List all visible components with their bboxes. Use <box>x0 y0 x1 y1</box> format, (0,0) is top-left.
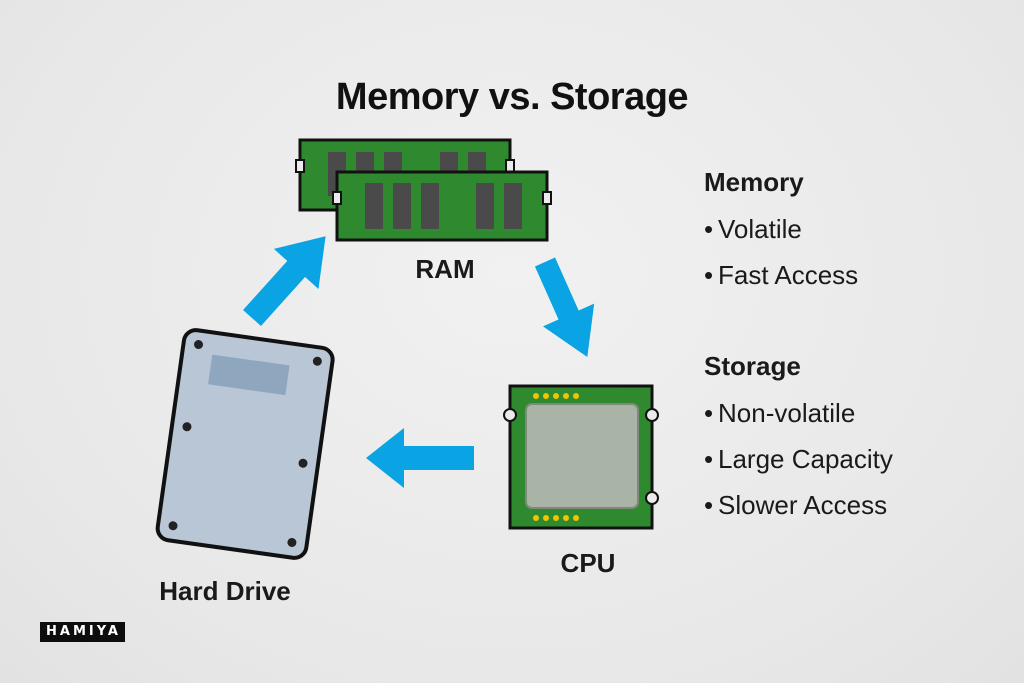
cpu-pins-top <box>533 393 579 399</box>
storage-list: •Non-volatile •Large Capacity •Slower Ac… <box>704 390 893 528</box>
hard-drive-label: Hard Drive <box>159 576 291 606</box>
arrow-harddrive-to-ram <box>243 236 326 327</box>
bullet-icon: • <box>704 490 714 520</box>
memory-heading: Memory <box>704 167 804 197</box>
bullet-icon: • <box>704 444 714 474</box>
cpu-chip-icon <box>503 384 659 530</box>
bullet-icon: • <box>704 398 714 428</box>
cpu-label: CPU <box>560 548 616 578</box>
bullet-icon: • <box>704 214 714 244</box>
ram-stick-front <box>332 170 552 242</box>
ram-module-icon <box>295 138 552 242</box>
watermark-logo: HAMIYA <box>40 622 125 642</box>
memory-legend: Memory •Volatile •Fast Access <box>704 167 858 298</box>
diagram-title: Memory vs. Storage <box>335 76 689 118</box>
list-item: •Volatile <box>704 206 858 252</box>
list-item: •Slower Access <box>704 482 893 528</box>
hard-drive-icon <box>155 328 335 560</box>
bullet-icon: • <box>704 260 714 290</box>
memory-list: •Volatile •Fast Access <box>704 206 858 298</box>
list-item: •Non-volatile <box>704 390 893 436</box>
arrow-ram-to-cpu <box>534 257 595 358</box>
list-item: •Large Capacity <box>704 436 893 482</box>
arrow-cpu-to-harddrive <box>366 428 474 488</box>
storage-legend: Storage •Non-volatile •Large Capacity •S… <box>704 351 893 528</box>
storage-heading: Storage <box>704 351 801 381</box>
list-item: •Fast Access <box>704 252 858 298</box>
cpu-pins-bottom <box>533 515 579 521</box>
ram-label: RAM <box>415 254 475 284</box>
